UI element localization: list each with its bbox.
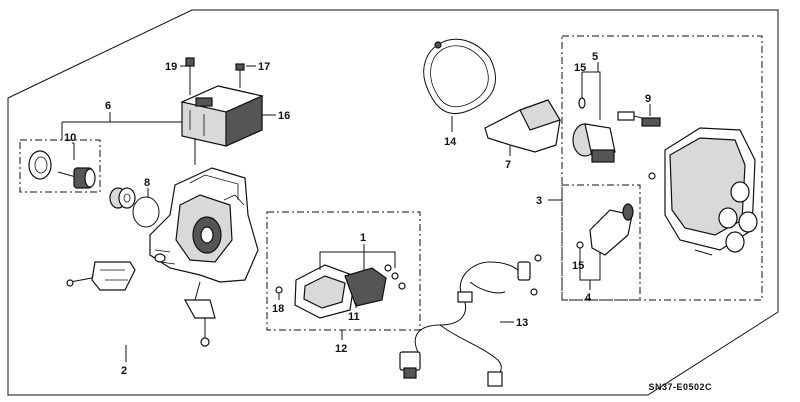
callout-5: 5: [592, 51, 598, 63]
leader-5: [582, 71, 601, 120]
rotor-part: [572, 97, 616, 163]
callout-14: 14: [444, 136, 457, 148]
leader-1: [319, 251, 396, 270]
callout-12: 12: [335, 343, 347, 355]
callout-7: 7: [505, 159, 511, 171]
callout-1: 1: [360, 232, 366, 244]
module-plate-part: [344, 267, 387, 307]
callout-17: 17: [258, 61, 270, 73]
callout-8: 8: [144, 177, 150, 189]
callout-16: 16: [278, 110, 290, 122]
mounting-bracket-part: [66, 261, 136, 291]
diagram-code: SN37-E0502C: [648, 382, 712, 392]
spring-screw-part: [617, 104, 661, 127]
callout-10: 10: [64, 132, 76, 144]
ground-terminal-part: [183, 281, 216, 347]
wire-harness-part: [399, 254, 542, 387]
callout-15-lower: 15: [572, 260, 584, 272]
callout-19: 19: [165, 61, 177, 73]
callout-18: 18: [272, 303, 284, 315]
module-screws-part: [275, 264, 406, 294]
rotor-shaft-part: [576, 203, 634, 256]
callout-9: 9: [645, 93, 651, 105]
ignition-coil-part: [180, 85, 264, 147]
callout-13: 13: [516, 317, 528, 329]
o-ring-part: [132, 196, 160, 228]
box-item-10: [19, 139, 101, 193]
seal-ring-part: [28, 150, 52, 180]
callout-3: 3: [536, 195, 542, 207]
callout-4: 4: [585, 292, 592, 304]
coupling-part: [109, 187, 136, 209]
bolt-19-part: [185, 57, 195, 95]
box-item-3: [561, 35, 763, 301]
gasket-part: [423, 38, 496, 114]
igniter-unit-part: [294, 264, 356, 319]
callout-6: 6: [105, 100, 111, 112]
distributor-housing-part: [149, 167, 259, 283]
bolt-17-part: [235, 63, 245, 88]
callout-11: 11: [348, 311, 360, 323]
callout-2: 2: [121, 365, 127, 377]
distributor-cap-part: [648, 127, 758, 256]
shaft-pin-part: [57, 167, 96, 189]
inner-subbox: [561, 184, 641, 301]
rotor-cover-part: [484, 99, 561, 153]
callout-15-upper: 15: [574, 62, 586, 74]
assembly-boundary: [7, 9, 779, 396]
